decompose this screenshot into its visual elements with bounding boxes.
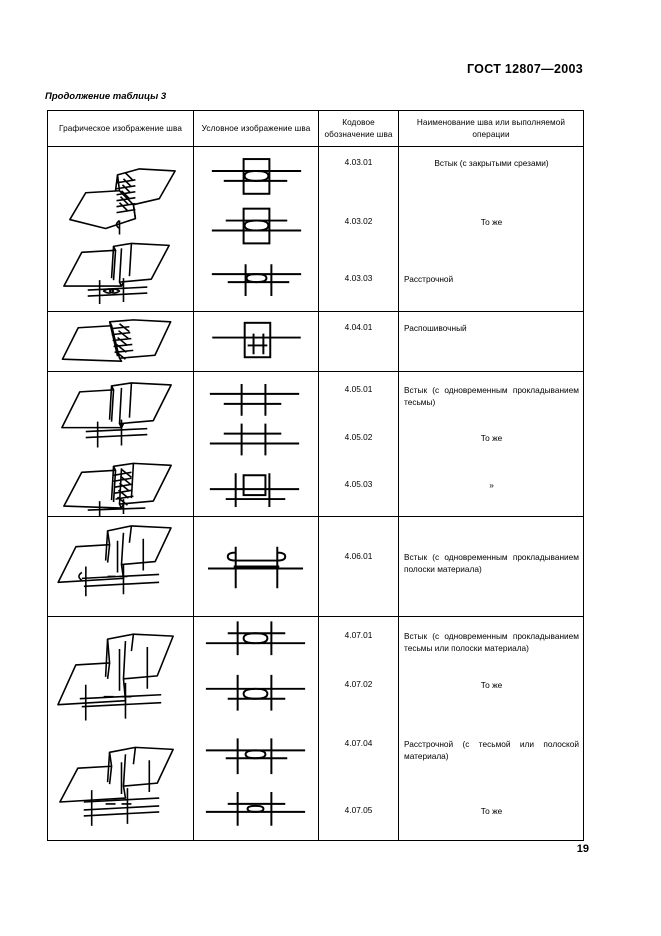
name-cell-4-05: Встык (с одновременным прокладыванием те…: [398, 371, 584, 517]
code-cell-4-05: 4.05.01 4.05.02 4.05.03: [318, 371, 399, 517]
seam-name: То же: [480, 680, 503, 690]
seam-code: 4.05.03: [344, 479, 373, 489]
seam-code: 4.05.01: [344, 384, 373, 394]
graphic-cell-4-06: [47, 516, 194, 617]
symbol-cell-4-03: [193, 146, 319, 312]
code-cell-4-07: 4.07.01 4.07.02 4.07.04 4.07.05: [318, 616, 399, 841]
seam-name: То же: [480, 217, 503, 227]
code-cell-4-03: 4.03.01 4.03.02 4.03.03: [318, 146, 399, 312]
seam-name: Расстрочной (с тесьмой или полоской мате…: [404, 739, 579, 762]
seam-symbol-4-07: [205, 621, 306, 826]
seam-name: Встык (с одновременным прокладыванием по…: [404, 552, 579, 575]
seam-name: Встык (с закрытыми срезами): [434, 158, 549, 168]
seam-drawing-4-07-lower: [59, 746, 174, 826]
header-seam-name-line1: Наименование шва или выполняемой: [416, 118, 566, 128]
seam-symbol-4-04: [212, 321, 301, 359]
name-cell-4-06: Встык (с одновременным прокладыванием по…: [398, 516, 584, 617]
code-cell-4-06: 4.06.01: [318, 516, 399, 617]
header-symbolic-image: Условное изображение шва: [193, 110, 319, 147]
seam-code: 4.07.01: [344, 630, 373, 640]
standard-header: ГОСТ 12807—2003: [466, 62, 583, 76]
seam-name: Распошивочный: [404, 323, 467, 333]
table-row: 4.05.01 4.05.02 4.05.03 Встык (с одновре…: [47, 371, 584, 517]
header-graphic-image: Графическое изображение шва: [47, 110, 194, 147]
code-cell-4-04: 4.04.01: [318, 311, 399, 372]
graphic-cell-4-07: [47, 616, 194, 841]
symbol-cell-4-04: [193, 311, 319, 372]
seam-drawing-4-05-lower: [63, 462, 172, 516]
seam-symbol-4-06: [207, 546, 304, 589]
page-number: 19: [576, 843, 589, 855]
symbol-cell-4-07: [193, 616, 319, 841]
symbol-cell-4-05: [193, 371, 319, 517]
table-row: 4.03.01 4.03.02 4.03.03 Встык (с закрыты…: [47, 146, 584, 312]
header-seam-code-line1: Кодовое: [342, 118, 375, 128]
name-cell-4-04: Распошивочный: [398, 311, 584, 372]
seam-name: То же: [480, 433, 503, 443]
graphic-cell-4-05: [47, 371, 194, 517]
seam-code: 4.05.02: [344, 432, 373, 442]
table-header-row: Графическое изображение шва Условное изо…: [47, 110, 584, 147]
seam-code: 4.07.04: [344, 738, 373, 748]
seam-code: 4.06.01: [344, 551, 373, 561]
seam-symbol-4-03: [211, 158, 302, 296]
table-row: 4.07.01 4.07.02 4.07.04 4.07.05 Встык (с…: [47, 616, 584, 841]
name-cell-4-07: Встык (с одновременным прокладыванием те…: [398, 616, 584, 841]
header-seam-code: Кодовое обозначение шва: [318, 110, 399, 147]
seam-code: 4.04.01: [344, 322, 373, 332]
table-row: 4.06.01 Встык (с одновременным прокладыв…: [47, 516, 584, 617]
graphic-cell-4-04: [47, 311, 194, 372]
seam-symbol-4-05: [209, 383, 300, 507]
header-seam-name-line2: операции: [472, 129, 510, 139]
seam-name: Встык (с одновременным прокладыванием те…: [404, 631, 579, 654]
seam-name: Встык (с одновременным прокладыванием те…: [404, 385, 579, 408]
seam-drawing-4-05: [61, 382, 172, 448]
seam-name: То же: [480, 806, 503, 816]
seam-code: 4.07.05: [344, 805, 373, 815]
table-row: 4.04.01 Распошивочный: [47, 311, 584, 372]
name-cell-4-03: Встык (с закрытыми срезами) То же Расстр…: [398, 146, 584, 312]
seam-drawing-4-04: [61, 319, 172, 362]
header-seam-name: Наименование шва или выполняемой операци…: [398, 110, 584, 147]
seam-code: 4.03.02: [344, 216, 373, 226]
seam-drawing-4-03: [69, 168, 176, 235]
header-seam-code-line2: обозначение шва: [324, 129, 393, 139]
seam-code: 4.03.03: [344, 273, 373, 283]
seam-name: »: [489, 480, 494, 490]
symbol-cell-4-06: [193, 516, 319, 617]
seam-drawing-4-03-lower: [63, 242, 170, 304]
seam-drawing-4-07: [57, 633, 174, 721]
seam-types-table: Графическое изображение шва Условное изо…: [47, 110, 584, 841]
seam-drawing-4-06: [57, 525, 172, 597]
seam-name: Расстрочной: [404, 274, 454, 284]
graphic-cell-4-03: [47, 146, 194, 312]
seam-code: 4.07.02: [344, 679, 373, 689]
seam-code: 4.03.01: [344, 157, 373, 167]
table-caption: Продолжение таблицы 3: [45, 91, 167, 102]
